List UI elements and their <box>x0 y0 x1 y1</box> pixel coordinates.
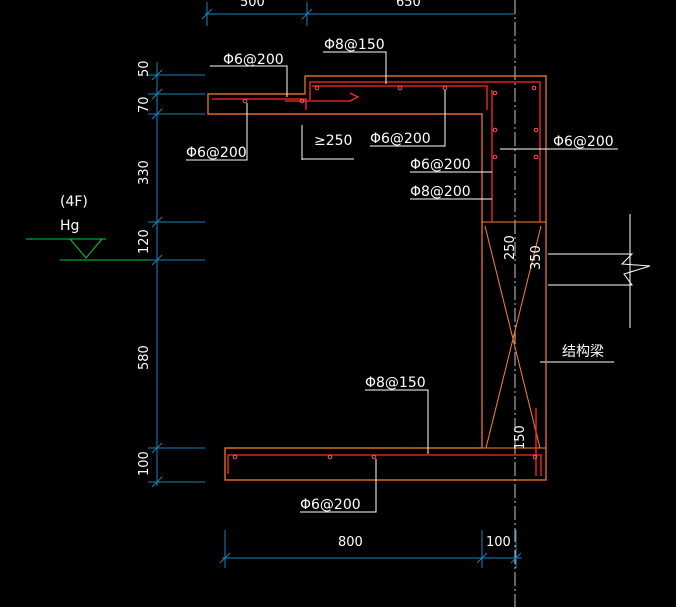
opening-250: 250 <box>503 235 518 260</box>
wall-opening <box>482 221 546 449</box>
rebar-label-top-main: Φ8@150 <box>324 37 385 53</box>
dim-800: 800 <box>338 535 363 550</box>
opening-350: 350 <box>529 245 544 270</box>
min-length-label: ≥250 <box>314 133 352 149</box>
bottom-dimension <box>219 530 522 568</box>
dim-100: 100 <box>137 451 152 476</box>
rebar-label-top-left: Φ6@200 <box>223 52 284 68</box>
level-marker <box>26 238 150 261</box>
level-name-label: Hg <box>60 218 79 234</box>
rebar-label-bottom-main: Φ8@150 <box>365 375 426 391</box>
dim-70: 70 <box>137 96 152 113</box>
dim-580: 580 <box>137 345 152 370</box>
top-dim-650: 650 <box>396 0 421 10</box>
rebar-label-right-upper: Φ6@200 <box>553 134 614 150</box>
top-dim-500: 500 <box>240 0 265 10</box>
dim-330: 330 <box>137 160 152 185</box>
top-dimension <box>201 2 515 26</box>
dim-100-bottom: 100 <box>486 535 511 550</box>
dim-50: 50 <box>137 60 152 77</box>
rebar-label-bottom-dist: Φ6@200 <box>300 497 361 513</box>
rebar-dots <box>232 85 539 460</box>
rebar-lines <box>212 81 542 476</box>
leader-lines <box>186 51 618 513</box>
structural-beam-label: 结构梁 <box>562 344 604 360</box>
beam-break-line <box>548 214 651 328</box>
left-dimension-chain <box>148 62 205 488</box>
concrete-outline <box>207 75 547 481</box>
rebar-label-vertical-1: Φ6@200 <box>410 157 471 173</box>
level-floor-label: (4F) <box>60 194 88 210</box>
dim-120: 120 <box>137 229 152 254</box>
opening-150: 150 <box>513 425 528 450</box>
rebar-label-inner-top: Φ6@200 <box>370 131 431 147</box>
rebar-label-left-lower: Φ6@200 <box>186 145 247 161</box>
rebar-label-vertical-2: Φ8@200 <box>410 184 471 200</box>
